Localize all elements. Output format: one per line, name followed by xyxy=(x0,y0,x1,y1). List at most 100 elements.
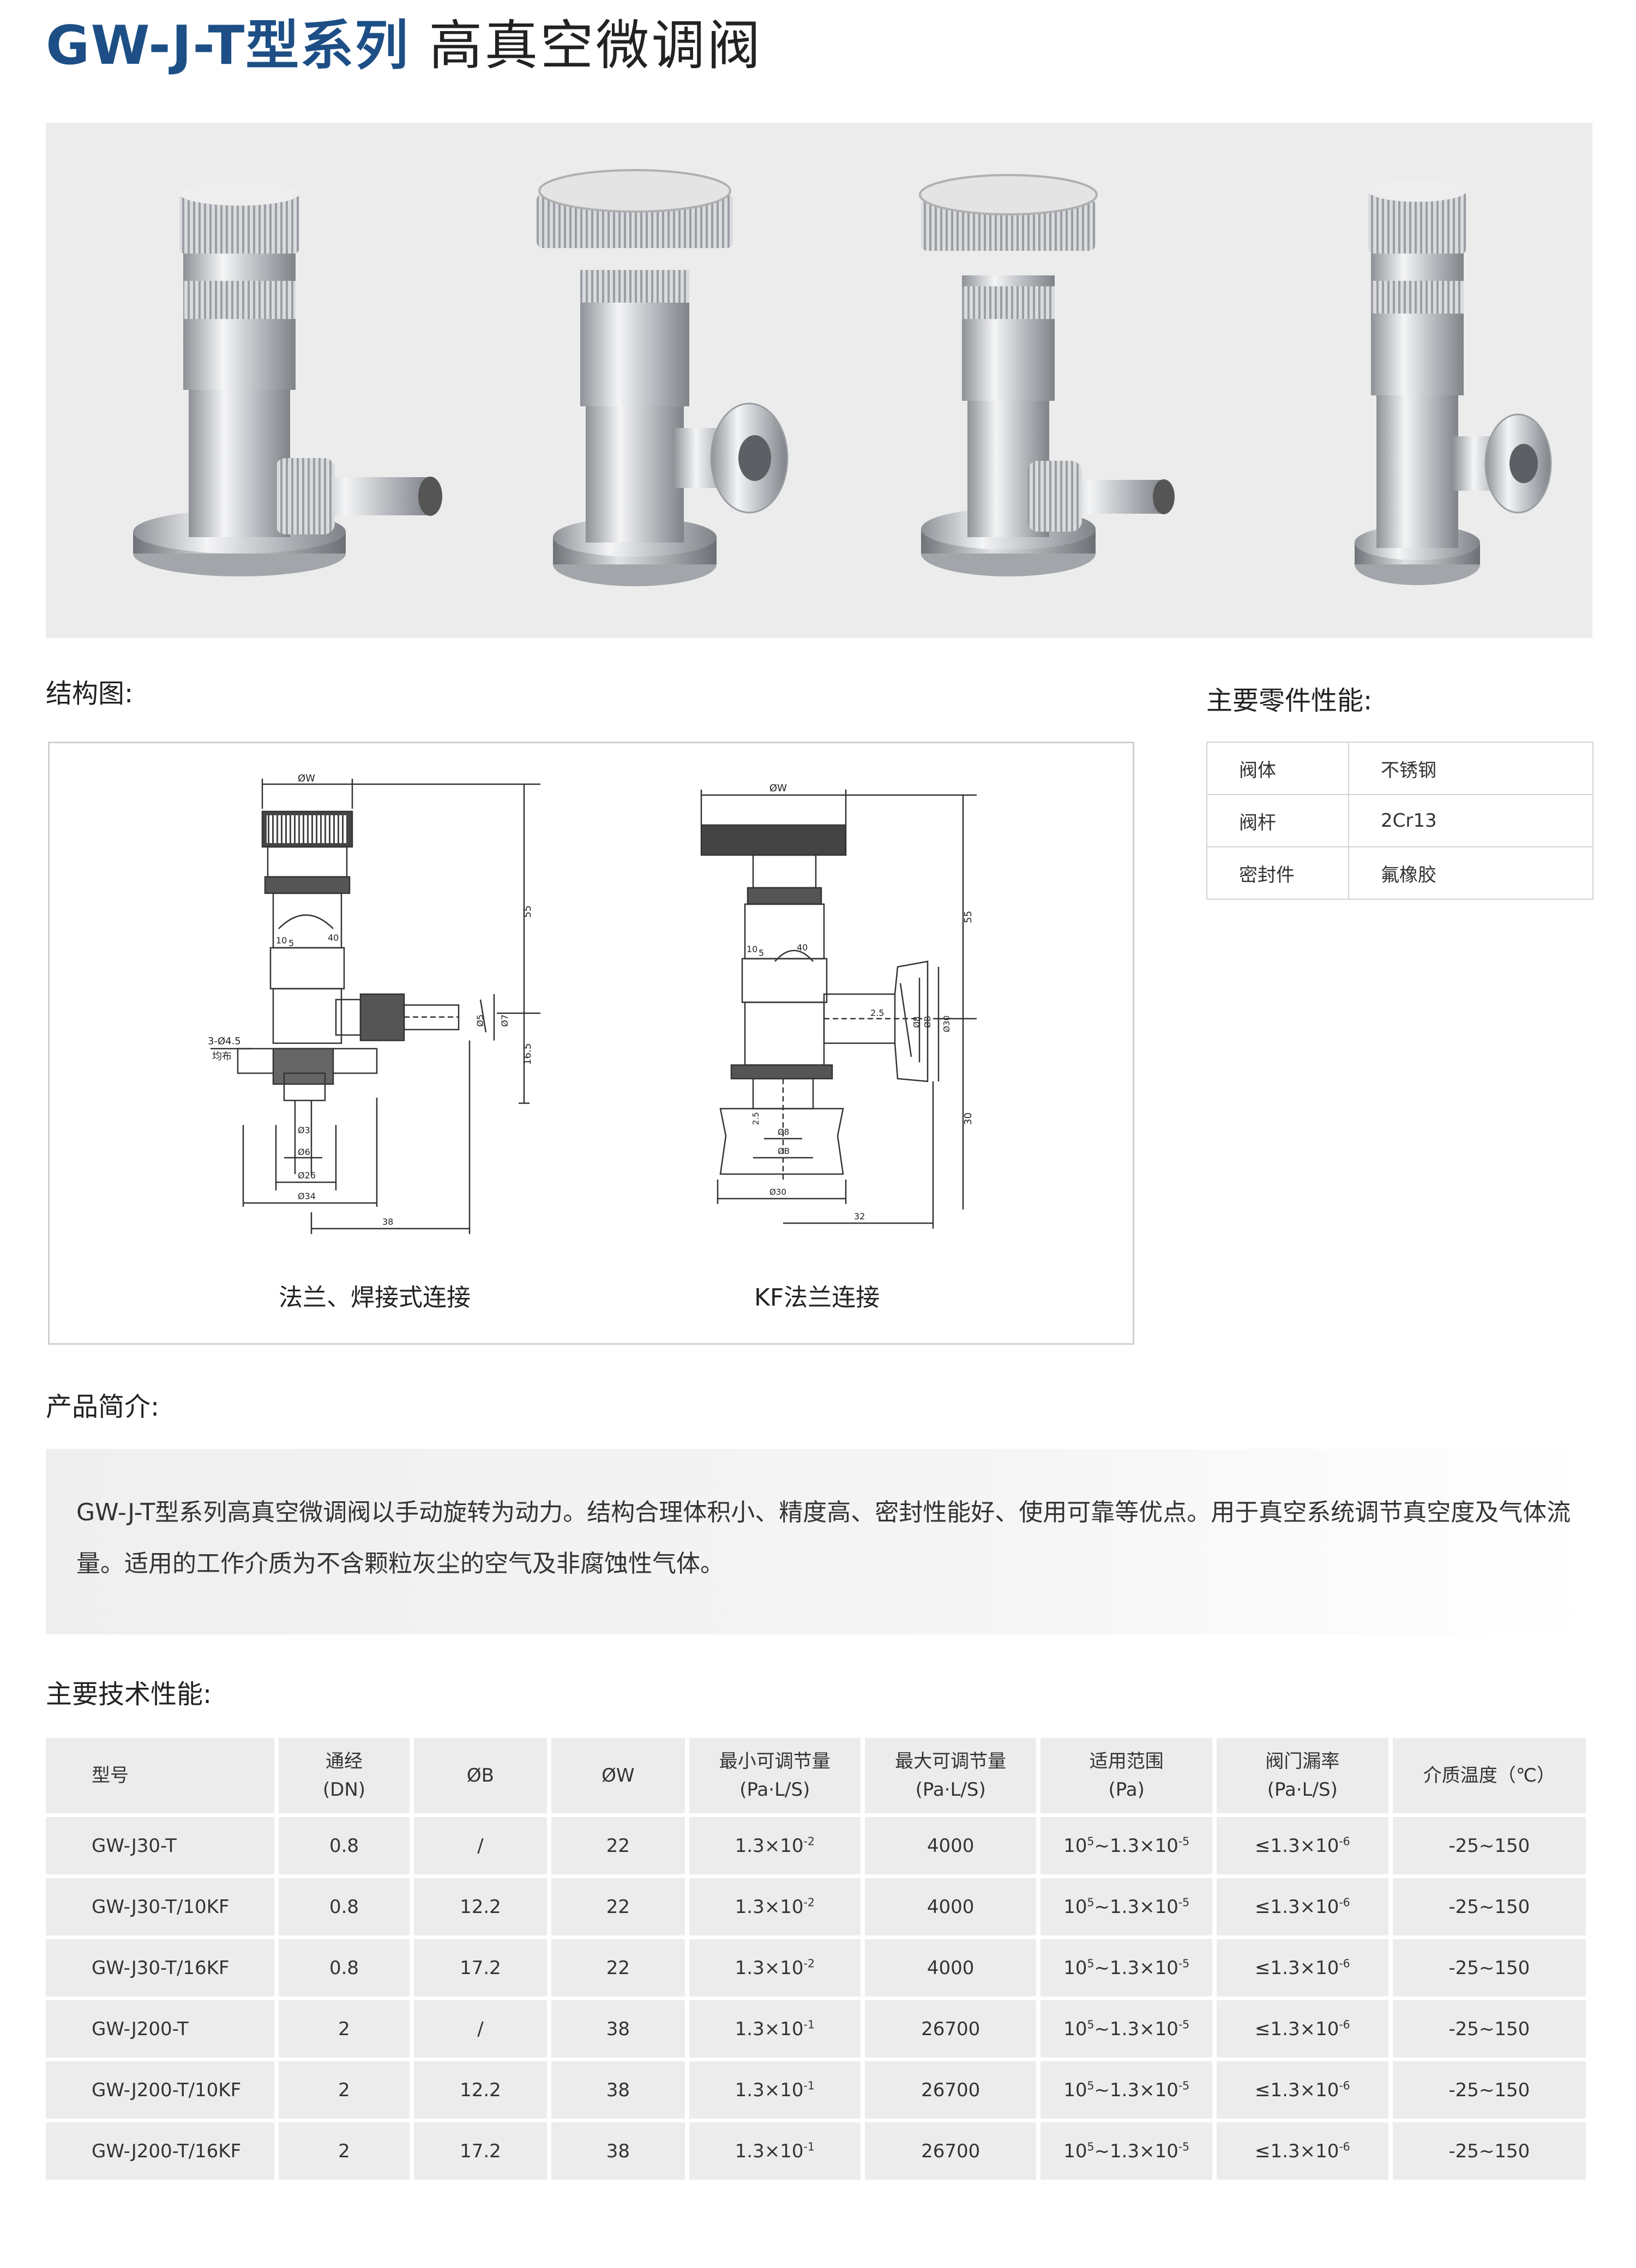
cell-b: 17.2 xyxy=(413,1939,548,1996)
left-dim-d3: Ø3 xyxy=(298,1125,310,1135)
cell-b: 12.2 xyxy=(413,2061,548,2119)
left-scale-5: 5 xyxy=(288,938,294,948)
right-drawing: ØW 55 30 2.5 Ø8 ØB Ø30 Ø8 ØB Ø30 32 10 5… xyxy=(700,783,977,1229)
table-row: 密封件 氟橡胶 xyxy=(1206,846,1593,900)
cell-leak: ≤1.3×10-6 xyxy=(1217,1817,1388,1874)
part-name: 阀杆 xyxy=(1206,794,1349,847)
cell-temp: -25~150 xyxy=(1392,2122,1586,2180)
cell-model: GW-J30-T xyxy=(46,1817,275,1874)
cell-dn: 0.8 xyxy=(279,1817,410,1874)
cell-min: 1.3×10-1 xyxy=(689,2061,861,2119)
header-range: 适用范围(Pa) xyxy=(1040,1738,1213,1813)
cell-range: 105~1.3×10-5 xyxy=(1040,2061,1213,2119)
valve-dial-kf-icon xyxy=(537,169,789,586)
intro-text: GW-J-T型系列高真空微调阀以手动旋转为动力。结构合理体积小、精度高、密封性能… xyxy=(76,1499,1571,1578)
part-value: 不锈钢 xyxy=(1348,742,1593,795)
cell-model: GW-J30-T/10KF xyxy=(46,1878,275,1935)
product-photos xyxy=(133,169,1552,586)
cell-dn: 0.8 xyxy=(279,1939,410,1996)
header-temp: 介质温度（℃） xyxy=(1392,1738,1586,1813)
cell-dn: 0.8 xyxy=(279,1878,410,1935)
title-model: GW-J-T型系列 xyxy=(46,15,410,77)
title-name: 高真空微调阀 xyxy=(429,15,763,77)
cell-temp: -25~150 xyxy=(1392,1817,1586,1874)
cell-max: 4000 xyxy=(864,1939,1037,1996)
right-dim-25: 2.5 xyxy=(870,1008,884,1018)
cell-w: 38 xyxy=(551,2122,685,2180)
left-scale-40: 40 xyxy=(328,933,339,943)
right-dim-d30: Ø30 xyxy=(769,1187,786,1197)
left-dim-d7: Ø7 xyxy=(500,1014,510,1027)
cell-model: GW-J200-T xyxy=(46,2000,275,2058)
parts-label: 主要零件性能: xyxy=(1206,685,1373,716)
left-dim-w: ØW xyxy=(298,773,315,784)
left-dim-d26: Ø26 xyxy=(298,1170,316,1181)
cell-b: 12.2 xyxy=(413,1878,548,1935)
cell-leak: ≤1.3×10-6 xyxy=(1217,2122,1388,2180)
cell-w: 22 xyxy=(551,1939,685,1996)
cell-range: 105~1.3×10-5 xyxy=(1040,1878,1213,1935)
cell-leak: ≤1.3×10-6 xyxy=(1217,1878,1388,1935)
parts-table: 阀体 不锈钢 阀杆 2Cr13 密封件 氟橡胶 xyxy=(1206,742,1593,900)
left-scale-10: 10 xyxy=(276,935,287,946)
right-dim-w: ØW xyxy=(769,783,787,794)
cell-range: 105~1.3×10-5 xyxy=(1040,2122,1213,2180)
header-leak: 阀门漏率(Pa·L/S) xyxy=(1217,1738,1388,1813)
right-dim-d30v: Ø30 xyxy=(942,1015,952,1032)
cell-leak: ≤1.3×10-6 xyxy=(1217,2000,1388,2058)
cell-leak: ≤1.3×10-6 xyxy=(1217,1939,1388,1996)
cell-max: 26700 xyxy=(864,2122,1037,2180)
left-caption: 法兰、焊接式连接 xyxy=(279,1284,471,1312)
cell-min: 1.3×10-2 xyxy=(689,1817,861,1874)
part-name: 密封件 xyxy=(1206,846,1349,900)
intro-panel: GW-J-T型系列高真空微调阀以手动旋转为动力。结构合理体积小、精度高、密封性能… xyxy=(46,1449,1592,1634)
right-dim-d8: Ø8 xyxy=(912,1016,922,1028)
left-dim-holes: 3-Ø4.5 xyxy=(208,1036,241,1047)
cell-model: GW-J200-T/10KF xyxy=(46,2061,275,2119)
left-dim-d5: Ø5 xyxy=(475,1014,485,1027)
cell-w: 22 xyxy=(551,1878,685,1935)
left-dim-38: 38 xyxy=(382,1217,393,1227)
right-dim-30: 30 xyxy=(963,1112,974,1125)
left-dim-d34: Ø34 xyxy=(298,1191,316,1201)
part-name: 阀体 xyxy=(1206,742,1349,795)
header-w: ØW xyxy=(551,1738,685,1813)
cell-min: 1.3×10-2 xyxy=(689,1939,861,1996)
cell-range: 105~1.3×10-5 xyxy=(1040,1817,1213,1874)
valve-micrometer-kf-icon xyxy=(1355,180,1552,585)
right-dim-d8b: Ø8 xyxy=(778,1127,789,1137)
cell-temp: -25~150 xyxy=(1392,1939,1586,1996)
cell-dn: 2 xyxy=(279,2000,410,2058)
cell-max: 26700 xyxy=(864,2000,1037,2058)
valve-dial-weld-icon xyxy=(919,174,1175,576)
header-b: ØB xyxy=(413,1738,548,1813)
part-value: 2Cr13 xyxy=(1348,794,1593,847)
valve-micrometer-weld-icon xyxy=(133,182,442,576)
cell-w: 38 xyxy=(551,2061,685,2119)
cell-temp: -25~150 xyxy=(1392,2061,1586,2119)
right-dim-dBb: ØB xyxy=(778,1146,790,1156)
left-dim-55: 55 xyxy=(522,905,533,918)
cell-range: 105~1.3×10-5 xyxy=(1040,2000,1213,2058)
structure-diagram: ØW 55 16.5 Ø5 Ø7 3-Ø4.5 均布 Ø3 Ø6 Ø26 Ø34… xyxy=(48,742,1134,1345)
cell-model: GW-J30-T/16KF xyxy=(46,1939,275,1996)
left-dim-16: 16.5 xyxy=(522,1043,533,1065)
part-value: 氟橡胶 xyxy=(1348,846,1593,900)
cell-max: 4000 xyxy=(864,1817,1037,1874)
cell-max: 26700 xyxy=(864,2061,1037,2119)
right-caption: KF法兰连接 xyxy=(754,1284,880,1312)
right-dim-25b: 2.5 xyxy=(751,1112,761,1125)
structure-label: 结构图: xyxy=(46,678,134,709)
left-drawing: ØW 55 16.5 Ø5 Ø7 3-Ø4.5 均布 Ø3 Ø6 Ø26 Ø34… xyxy=(208,773,540,1234)
page-title: GW-J-T型系列 高真空微调阀 xyxy=(46,3,762,80)
table-row: 阀杆 2Cr13 xyxy=(1206,794,1593,847)
product-photo-band xyxy=(46,123,1592,638)
specs-label: 主要技术性能: xyxy=(46,1679,212,1710)
cell-min: 1.3×10-2 xyxy=(689,1878,861,1935)
cell-leak: ≤1.3×10-6 xyxy=(1217,2061,1388,2119)
right-scale-5: 5 xyxy=(759,948,764,958)
right-scale-40: 40 xyxy=(797,942,808,953)
